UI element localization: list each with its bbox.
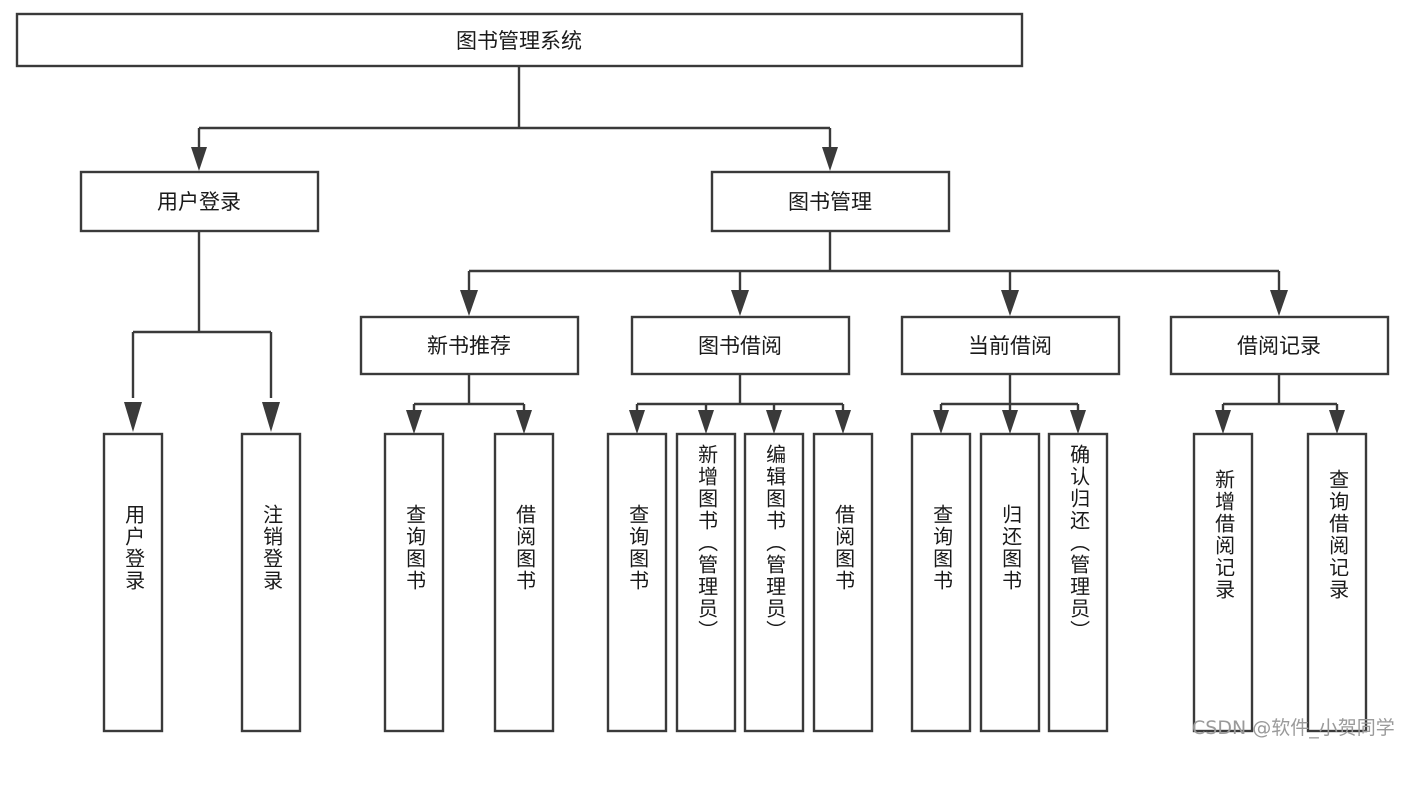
node-leaf-user-login-box[interactable] [102,432,164,733]
node-user-login-box[interactable] [79,170,320,233]
arrow-head-icon [1070,410,1086,434]
node-new-book-rec[interactable]: 新书推荐 [359,315,580,376]
node-leaf-query-record-box[interactable] [1306,432,1368,733]
csdn-watermark: CSDN @软件_小贺同学 [1192,717,1395,739]
flowchart-diagram: 图书管理系统 用户登录 图书管理 [15,12,1395,739]
node-leaf-query-book-1-box[interactable] [383,432,445,733]
arrow-head-icon [933,410,949,434]
connector-current-borrow-to-leaves [933,374,1086,434]
arrow-head-icon [406,410,422,434]
arrow-head-icon [1270,290,1288,316]
node-leaf-edit-book-box[interactable] [743,432,805,733]
connector-new-book-rec-to-leaves [406,374,532,434]
arrow-head-icon [516,410,532,434]
node-current-borrow[interactable]: 当前借阅 [900,315,1121,376]
node-leaf-query-book-2-box[interactable] [606,432,668,733]
node-root-label: 图书管理系统 [456,29,582,53]
connector-user-login-to-leaves [124,231,280,432]
node-root-box[interactable] [15,12,1024,68]
connector-root-to-level2 [191,66,838,171]
connector-book-manage-to-level3 [460,231,1288,316]
node-leaf-add-book-box[interactable] [675,432,737,733]
node-book-manage[interactable]: 图书管理 [710,170,951,233]
node-new-book-rec-label: 新书推荐 [427,334,511,358]
node-root[interactable]: 图书管理系统 [15,12,1024,68]
arrow-head-icon [191,147,207,171]
node-leaf-borrow-book-2-box[interactable] [812,432,874,733]
node-leaf-borrow-book-1-box[interactable] [493,432,555,733]
node-book-borrow-label: 图书借阅 [698,334,782,358]
arrow-head-icon [698,410,714,434]
arrow-head-icon [629,410,645,434]
node-borrow-record[interactable]: 借阅记录 [1169,315,1390,376]
node-leaf-confirm-return-box[interactable] [1047,432,1109,733]
arrow-head-icon [262,402,280,432]
arrow-head-icon [460,290,478,316]
node-book-borrow[interactable]: 图书借阅 [630,315,851,376]
node-user-login[interactable]: 用户登录 [79,170,320,233]
arrow-head-icon [124,402,142,432]
node-book-manage-label: 图书管理 [788,190,872,214]
connector-book-borrow-to-leaves [629,374,851,434]
node-leaf-add-record-box[interactable] [1192,432,1254,733]
arrow-head-icon [731,290,749,316]
node-new-book-rec-box[interactable] [359,315,580,376]
node-current-borrow-box[interactable] [900,315,1121,376]
arrow-head-icon [1002,410,1018,434]
arrow-head-icon [1001,290,1019,316]
arrow-head-icon [1329,410,1345,434]
node-borrow-record-label: 借阅记录 [1237,334,1321,358]
node-current-borrow-label: 当前借阅 [968,334,1052,358]
connector-borrow-record-to-leaves [1215,374,1345,434]
arrow-head-icon [822,147,838,171]
node-user-login-label: 用户登录 [157,190,241,214]
arrow-head-icon [835,410,851,434]
node-leaf-return-book-box[interactable] [979,432,1041,733]
arrow-head-icon [766,410,782,434]
node-leaf-query-book-3-box[interactable] [910,432,972,733]
diagram-canvas: 图书管理系统 用户登录 图书管理 [15,12,1390,733]
arrow-head-icon [1215,410,1231,434]
node-leaf-logout-login-box[interactable] [240,432,302,733]
